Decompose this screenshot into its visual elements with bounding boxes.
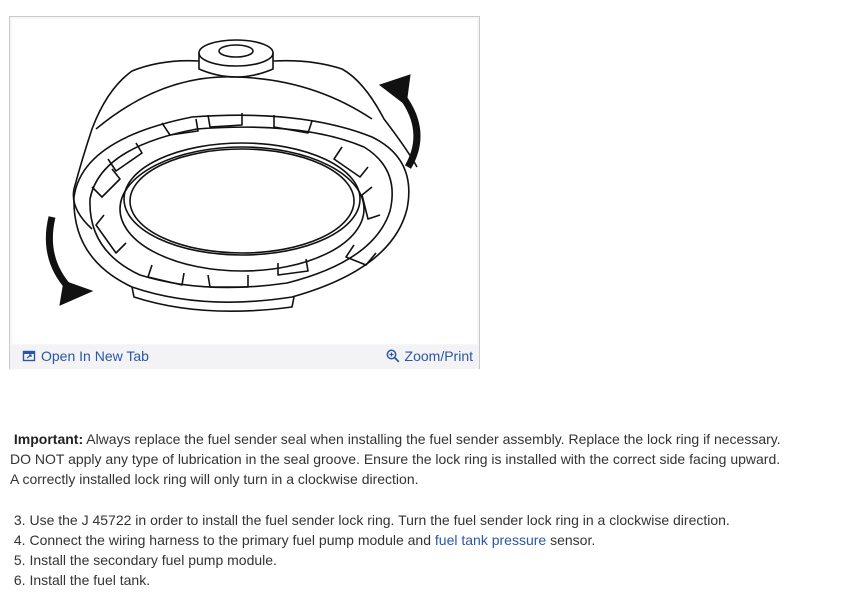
important-line-2: DO NOT apply any type of lubrication in … bbox=[10, 451, 781, 467]
fuel-tank-pressure-link[interactable]: fuel tank pressure bbox=[434, 532, 547, 548]
step-4-text: 4. Connect the wiring harness to the pri… bbox=[13, 532, 435, 548]
lock-ring-drawing bbox=[45, 39, 421, 313]
important-label: Important: bbox=[13, 431, 84, 447]
step-3-text: 3. Use the J 45722 in order to install t… bbox=[13, 512, 730, 528]
zoom-print-label: Zoom/Print bbox=[404, 348, 473, 364]
figure-card: Open In New Tab Zoom/Print bbox=[9, 16, 480, 369]
open-in-new-tab-icon bbox=[22, 349, 36, 363]
step-6: 6. Install the fuel tank. bbox=[10, 570, 840, 590]
step-4: 4. Connect the wiring harness to the pri… bbox=[10, 530, 840, 550]
important-line-1: Important: Always replace the fuel sende… bbox=[10, 429, 840, 449]
important-line-3: A correctly installed lock ring will onl… bbox=[10, 471, 419, 487]
open-in-new-tab-label: Open In New Tab bbox=[41, 348, 149, 364]
step-5-text: 5. Install the secondary fuel pump modul… bbox=[13, 552, 277, 568]
step-4-text-end: sensor. bbox=[546, 532, 596, 548]
step-6-text: 6. Install the fuel tank. bbox=[13, 572, 151, 588]
install-steps-list: 3. Use the J 45722 in order to install t… bbox=[10, 510, 840, 590]
step-5: 5. Install the secondary fuel pump modul… bbox=[10, 550, 840, 570]
figure-toolbar: Open In New Tab Zoom/Print bbox=[10, 345, 479, 369]
lock-ring-illustration[interactable] bbox=[12, 19, 477, 344]
important-text-1: Always replace the fuel sender seal when… bbox=[83, 431, 781, 447]
zoom-print-link[interactable]: Zoom/Print bbox=[386, 348, 473, 364]
important-note: Important: Always replace the fuel sende… bbox=[10, 429, 840, 489]
open-in-new-tab-link[interactable]: Open In New Tab bbox=[22, 348, 149, 364]
zoom-magnifier-icon bbox=[386, 349, 400, 363]
step-3: 3. Use the J 45722 in order to install t… bbox=[10, 510, 840, 530]
